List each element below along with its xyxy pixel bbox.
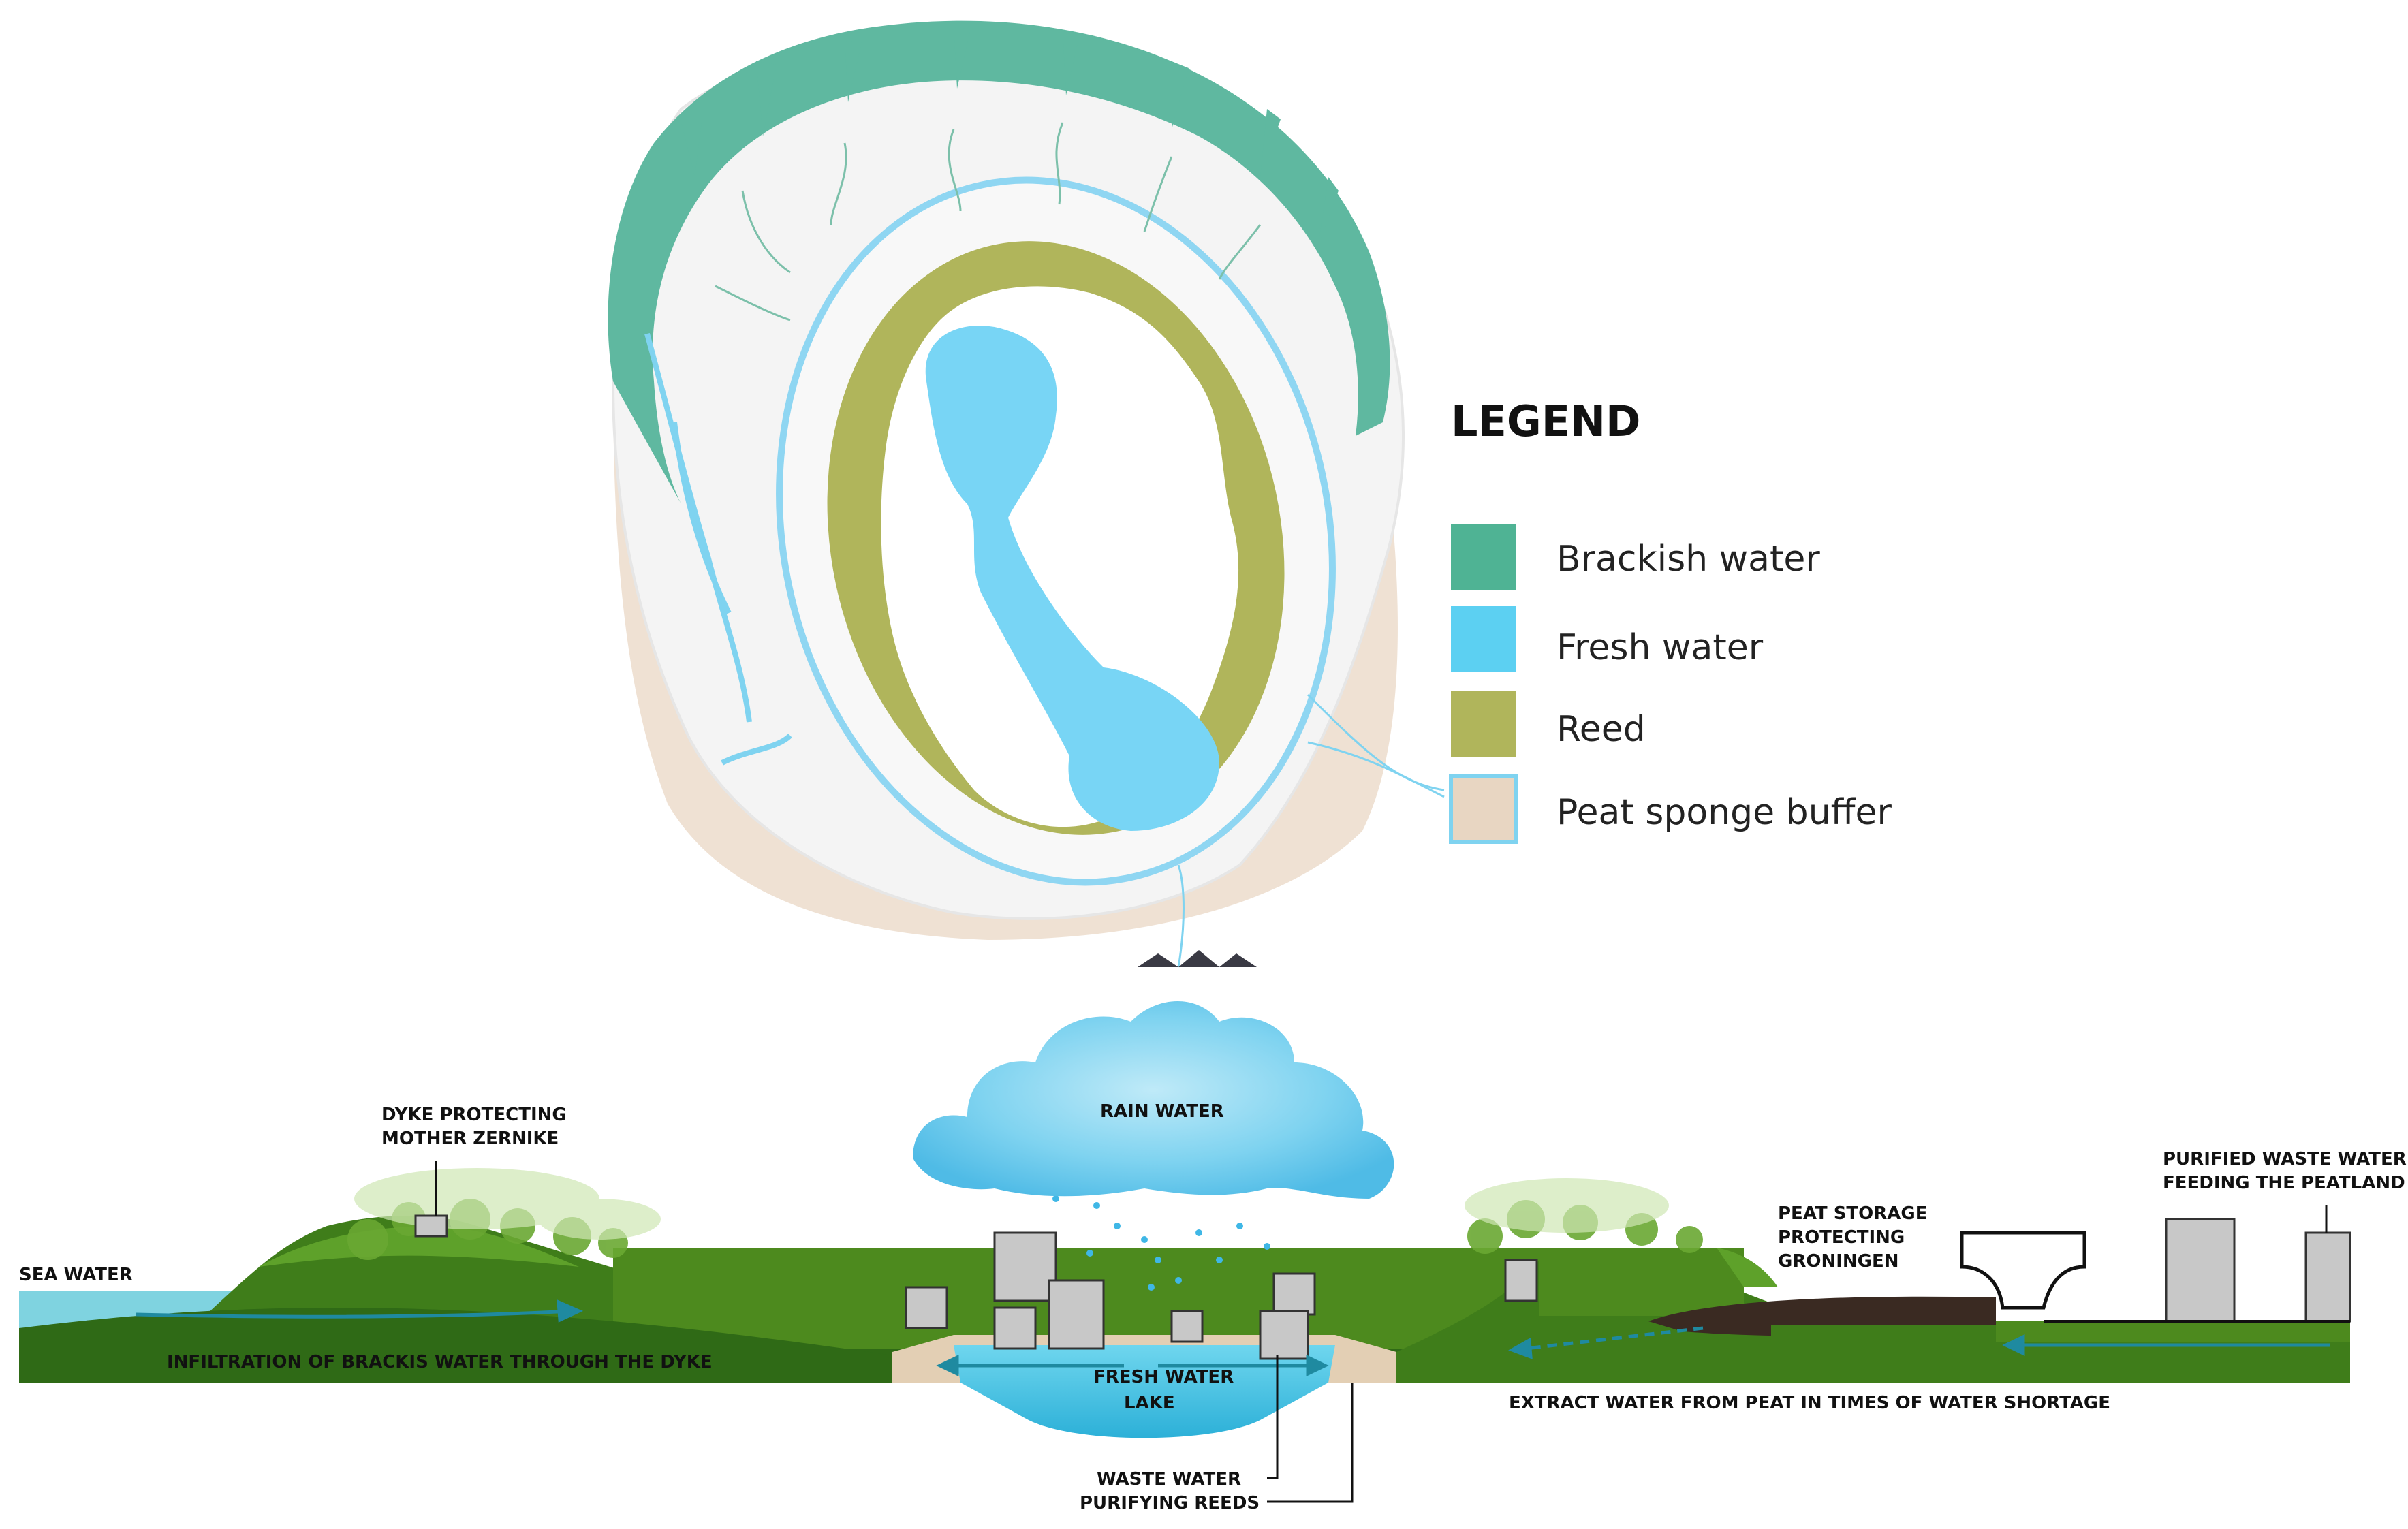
legend: LEGEND Brackish water Fresh water Reed P… (1449, 396, 1892, 844)
ridge-trees-light (1465, 1178, 1669, 1233)
peat-rivers (644, 332, 792, 766)
extract-arrow-head (1508, 1337, 1533, 1359)
lake-arrow-right-head (1306, 1355, 1329, 1376)
label-purified-line1: PURIFIED WASTE WATER (2163, 1149, 2407, 1169)
label-lake-line2: LAKE (1124, 1393, 1175, 1413)
infiltration-arrow (136, 1309, 573, 1319)
label-sea-water: SEA WATER (19, 1265, 133, 1285)
leader-lines (435, 1161, 2328, 1503)
inflow-arrows (715, 122, 1262, 321)
legend-swatch-brackish (1451, 524, 1516, 590)
right-plateau (1539, 1248, 1744, 1316)
far-right-lawn (1996, 1321, 2350, 1342)
label-peat-line3: GRONINGEN (1778, 1251, 1899, 1272)
legend-connector-arrows (1177, 693, 1445, 968)
label-dyke-line1: DYKE PROTECTING (381, 1105, 567, 1125)
label-rain-water: RAIN WATER (1100, 1101, 1224, 1122)
dyke-hill-top (259, 1226, 579, 1267)
flow-arrows (136, 1299, 2330, 1376)
label-lake-line1: FRESH WATER (1093, 1367, 1234, 1387)
legend-label-brackish: Brackish water (1557, 539, 1820, 580)
central-buildings (905, 1231, 1316, 1360)
right-building-small (2304, 1231, 2351, 1323)
fresh-water-lake-plan (925, 326, 1219, 831)
infiltration-arrow-head (557, 1299, 584, 1323)
label-reeds-line2: PURIFYING REEDS (1080, 1493, 1260, 1513)
label-purified-line2: FEEDING THE PEATLAND (2163, 1173, 2405, 1193)
legend-item-fresh: Fresh water (1451, 606, 1764, 672)
cross-section: SEA WATER DYKE PROTECTING MOTHER ZERNIKE… (19, 1001, 2407, 1513)
label-infiltration: INFILTRATION OF BRACKIS WATER THROUGH TH… (167, 1352, 713, 1372)
label-peat-line2: PROTECTING (1778, 1227, 1905, 1248)
legend-swatch-fresh (1451, 606, 1516, 672)
rain-drops (1052, 1195, 1270, 1291)
legend-swatch-peat (1449, 774, 1518, 844)
legend-item-reed: Reed (1451, 691, 1646, 757)
purified-arrow-head (2002, 1334, 2025, 1356)
brackish-drips (681, 27, 1339, 245)
dyke-trees-light (354, 1168, 661, 1240)
right-slope-building (1504, 1259, 1538, 1302)
dyke-ground (19, 1308, 892, 1383)
legend-swatch-reed (1451, 691, 1516, 757)
extract-arrow (1525, 1326, 1704, 1351)
reeds-leader-1 (1267, 1355, 1279, 1479)
label-peat-line1: PEAT STORAGE (1778, 1203, 1928, 1224)
plan-rooftops (1138, 950, 1257, 967)
right-slope (1717, 1248, 1778, 1287)
lake-arrow-left-head (936, 1355, 959, 1376)
legend-label-reed: Reed (1557, 709, 1646, 750)
fresh-water-lake (954, 1345, 1335, 1438)
plan-view (608, 20, 1445, 968)
legend-label-fresh: Fresh water (1557, 627, 1764, 668)
overpass-structure (1960, 1231, 2086, 1310)
rain-cloud (913, 1001, 1394, 1199)
reeds-leader-2 (1267, 1383, 1354, 1503)
label-dyke-line2: MOTHER ZERNIKE (381, 1129, 559, 1149)
right-building-large (2165, 1218, 2236, 1323)
label-reeds-line1: WASTE WATER (1097, 1469, 1241, 1489)
legend-title: LEGEND (1451, 396, 1640, 446)
legend-label-peat: Peat sponge buffer (1557, 792, 1892, 833)
label-extract: EXTRACT WATER FROM PEAT IN TIMES OF WATE… (1509, 1393, 2110, 1413)
legend-item-brackish: Brackish water (1451, 524, 1820, 590)
legend-item-peat: Peat sponge buffer (1449, 774, 1892, 844)
dyke-house (414, 1214, 448, 1238)
